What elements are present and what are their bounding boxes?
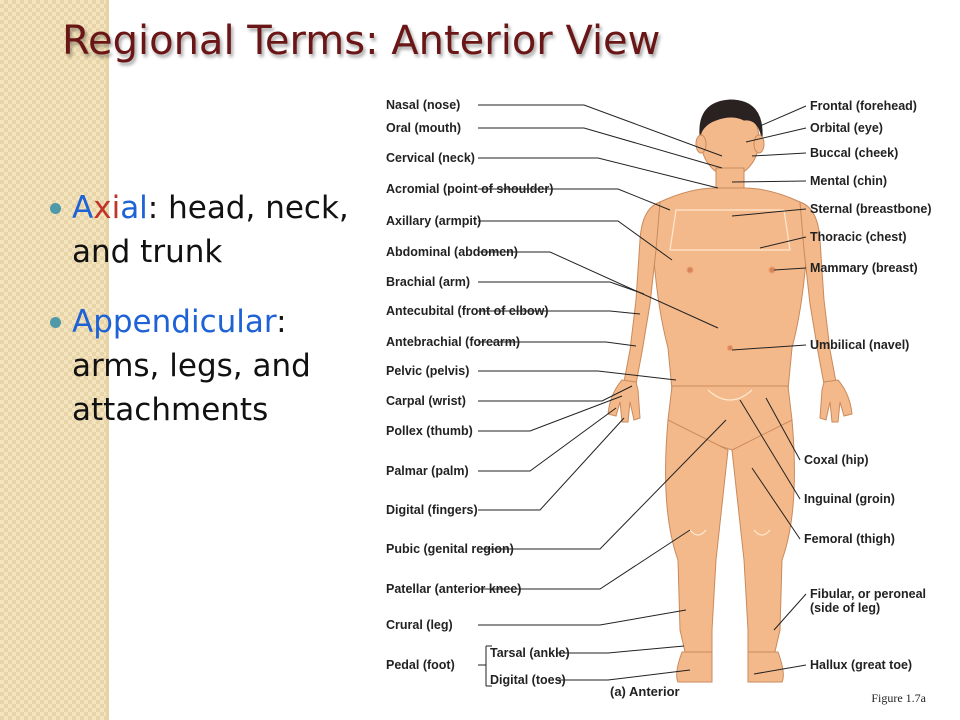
- label-femoral: Femoral (thigh): [804, 532, 895, 546]
- bullet-axial: Axial: head, neck, and trunk: [48, 186, 358, 274]
- label-cervical: Cervical (neck): [386, 151, 475, 165]
- bullet-dot-icon: [50, 203, 61, 214]
- label-nasal: Nasal (nose): [386, 98, 461, 112]
- label-sternal: Sternal (breastbone): [810, 202, 932, 216]
- label-thoracic: Thoracic (chest): [810, 230, 907, 244]
- term-appendicular: Appendicular: [72, 304, 277, 340]
- label-digital-toes: Digital (toes): [490, 673, 566, 687]
- label-antecubital: Antecubital (front of elbow): [386, 304, 549, 318]
- label-fibular: Fibular, or peroneal: [810, 587, 926, 601]
- anatomy-diagram: Nasal (nose) Oral (mouth) Cervical (neck…: [360, 90, 960, 720]
- label-acromial: Acromial (point of shoulder): [386, 182, 554, 196]
- term-axial-al: al: [120, 190, 148, 226]
- label-axillary: Axillary (armpit): [386, 214, 482, 228]
- axial-description: : head, neck, and trunk: [72, 190, 349, 270]
- bullet-dot-icon: [50, 317, 61, 328]
- label-pedal: Pedal (foot): [386, 658, 455, 672]
- label-side-of-leg: (side of leg): [810, 601, 881, 615]
- label-pelvic: Pelvic (pelvis): [386, 364, 470, 378]
- label-tarsal: Tarsal (ankle): [490, 646, 570, 660]
- label-brachial: Brachial (arm): [386, 275, 471, 289]
- label-antebrachial: Antebrachial (forearm): [386, 335, 521, 349]
- label-pubic: Pubic (genital region): [386, 542, 514, 556]
- bullet-list: Axial: head, neck, and trunk Appendicula…: [48, 186, 358, 458]
- slide-title: Regional Terms: Anterior View: [62, 18, 661, 64]
- label-digital-fingers: Digital (fingers): [386, 503, 478, 517]
- label-pollex: Pollex (thumb): [386, 424, 473, 438]
- term-axial-a: A: [72, 190, 94, 226]
- label-umbilical: Umbilical (navel): [810, 338, 910, 352]
- label-coxal: Coxal (hip): [804, 453, 869, 467]
- label-abdominal: Abdominal (abdomen): [386, 245, 518, 259]
- label-frontal: Frontal (forehead): [810, 99, 917, 113]
- label-hallux: Hallux (great toe): [810, 658, 913, 672]
- appendicular-description: : arms, legs, and attachments: [72, 304, 311, 428]
- label-buccal: Buccal (cheek): [810, 146, 899, 160]
- strip-edge: [106, 0, 109, 720]
- figure-caption: Figure 1.7a: [871, 691, 926, 705]
- label-oral: Oral (mouth): [386, 121, 461, 135]
- label-mental: Mental (chin): [810, 174, 888, 188]
- term-axial-xi: xi: [93, 190, 121, 226]
- label-carpal: Carpal (wrist): [386, 394, 466, 408]
- body-figure: [478, 99, 853, 687]
- label-palmar: Palmar (palm): [386, 464, 469, 478]
- decorative-side-strip: [0, 0, 106, 720]
- label-orbital: Orbital (eye): [810, 121, 883, 135]
- label-inguinal: Inguinal (groin): [804, 492, 895, 506]
- label-mammary: Mammary (breast): [810, 261, 918, 275]
- label-crural: Crural (leg): [386, 618, 453, 632]
- bullet-appendicular: Appendicular: arms, legs, and attachment…: [48, 300, 358, 432]
- label-patellar: Patellar (anterior knee): [386, 582, 522, 596]
- view-label: (a) Anterior: [610, 684, 680, 699]
